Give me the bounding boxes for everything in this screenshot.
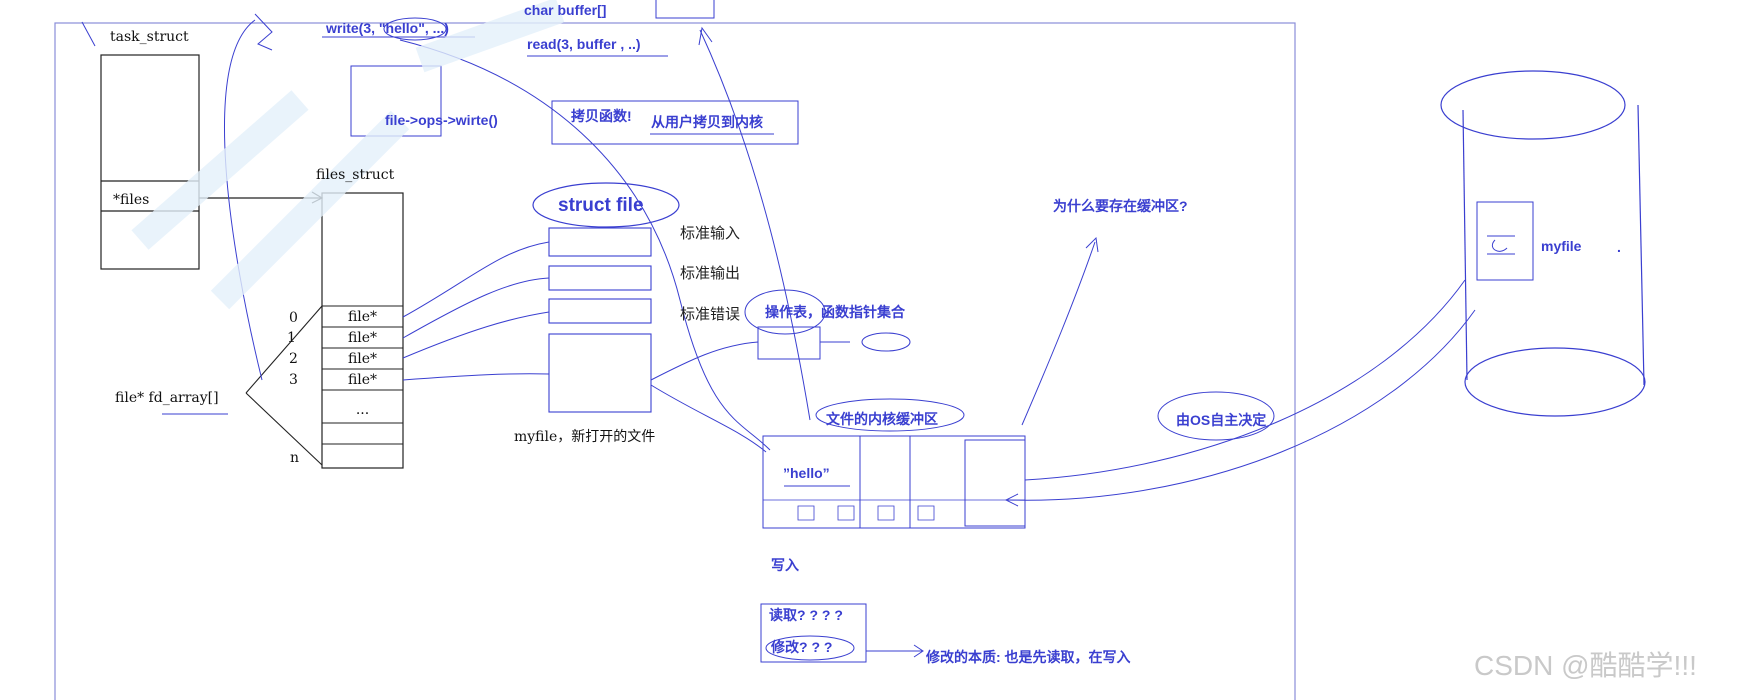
disk-file-scribble: [1487, 235, 1515, 255]
why-buffer-arrow: [1021, 241, 1096, 426]
modify-circle: [765, 635, 855, 661]
csdn-watermark: CSDN @酷酷学!!!: [1474, 650, 1697, 681]
modify-arrowhead: [913, 644, 924, 658]
disk-file-box: [1476, 201, 1534, 281]
fd0-link: [402, 241, 550, 318]
fd-cell: ...: [355, 402, 370, 418]
read-label: 读取? ? ? ?: [769, 607, 843, 623]
copy-func-label: 拷贝函数!: [571, 108, 632, 124]
disk-to-buffer-arrowhead: [1004, 493, 1019, 507]
fd-cell: file*: [347, 330, 378, 346]
stdin-label: 标准输入: [680, 224, 741, 242]
copy-func-box: [551, 100, 799, 145]
fd-index: 3: [289, 372, 298, 388]
fd-cell: file*: [347, 372, 378, 388]
left-loop-curve: [223, 19, 263, 381]
why-buffer-arrowhead: [1085, 236, 1099, 253]
fd2-link: [402, 311, 550, 359]
fd1-link: [402, 277, 550, 339]
disk-right-side: [1637, 104, 1645, 386]
task-struct-label: task_struct: [110, 29, 189, 45]
files-struct-box: [321, 192, 404, 469]
read-modify-box: [760, 603, 867, 663]
char-buffer-box: [655, 0, 715, 19]
write-label: 写入: [771, 557, 799, 573]
kernel-buffer-label: 文件的内核缓冲区: [826, 411, 938, 427]
myfile-to-ops-arrow: [650, 341, 759, 381]
fd-index: 0: [289, 310, 298, 326]
disk-left-side: [1462, 109, 1468, 381]
task-struct-box: [100, 54, 200, 270]
fd-array-bracket: [245, 305, 323, 394]
stdin-file-box: [548, 227, 652, 257]
stdout-file-box: [548, 265, 652, 291]
read-arrowhead: [698, 26, 713, 46]
copy-desc-label: 从用户拷贝到内核: [651, 114, 763, 130]
buffer-to-disk-curve: [1024, 279, 1466, 481]
write-to-buffer-curve: [399, 39, 771, 451]
disk-file-label: myfile: [1541, 238, 1582, 254]
fd-array-label: file* fd_array[]: [115, 390, 219, 406]
buffer-right-box: [964, 439, 1026, 527]
stderr-label: 标准错误: [680, 305, 741, 323]
top-left-scribble: [81, 13, 273, 51]
modify-desc-label: 修改的本质: 也是先读取，在写入: [926, 649, 1131, 665]
fd-index: 2: [289, 351, 298, 367]
disk-to-buffer-curve: [1007, 309, 1476, 501]
fd-cell: file*: [347, 351, 378, 367]
read-call-label: read(3, buffer , ..): [527, 36, 641, 52]
fd-index: n: [290, 450, 300, 466]
hello-content-label: ”hello”: [783, 465, 830, 481]
buffer-slot: [797, 505, 935, 521]
struct-file-circle: [532, 182, 680, 228]
ops-write-label: file->ops->wirte(): [385, 112, 498, 128]
fd-index: 1: [287, 330, 296, 346]
myfile-to-buffer-arrow: [650, 384, 767, 453]
ops-table-box: [757, 326, 821, 360]
disk-dot: .: [1617, 239, 1621, 255]
write-call-label: write(3, "hello", ...): [326, 20, 449, 36]
kernel-buffer-circle: [815, 398, 965, 432]
disk-bottom: [1464, 347, 1646, 417]
fd-cell: file*: [347, 309, 378, 325]
faint-watermark-strokes: [131, 0, 565, 310]
stdout-label: 标准输出: [680, 264, 741, 282]
char-buffer-label: char buffer[]: [524, 2, 607, 18]
ops-table-label: 操作表，函数指针集合: [765, 304, 905, 320]
hello-circle: [383, 17, 447, 41]
ops-table-circle: [744, 289, 826, 335]
stderr-file-box: [548, 298, 652, 324]
func-pointer-oval: [861, 332, 911, 352]
why-buffer-label: 为什么要存在缓冲区?: [1053, 198, 1188, 214]
outer-frame: [54, 22, 1296, 700]
files-field-label: *files: [113, 192, 150, 208]
struct-file-title: struct file: [558, 195, 644, 216]
files-struct-label: files_struct: [316, 167, 395, 183]
modify-label: 修改? ? ?: [771, 639, 833, 655]
myfile-file-box: [548, 333, 652, 413]
buffer-to-read-curve: [699, 29, 811, 421]
buffer-inner-box: [859, 435, 911, 529]
new-file-caption: myfile，新打开的文件: [514, 429, 656, 445]
os-decides-circle: [1157, 391, 1275, 441]
os-decides-label: 由OS自主决定: [1176, 412, 1267, 428]
fd-array-bracket: [245, 392, 323, 466]
fd3-link: [402, 373, 550, 381]
disk-top: [1440, 70, 1626, 140]
